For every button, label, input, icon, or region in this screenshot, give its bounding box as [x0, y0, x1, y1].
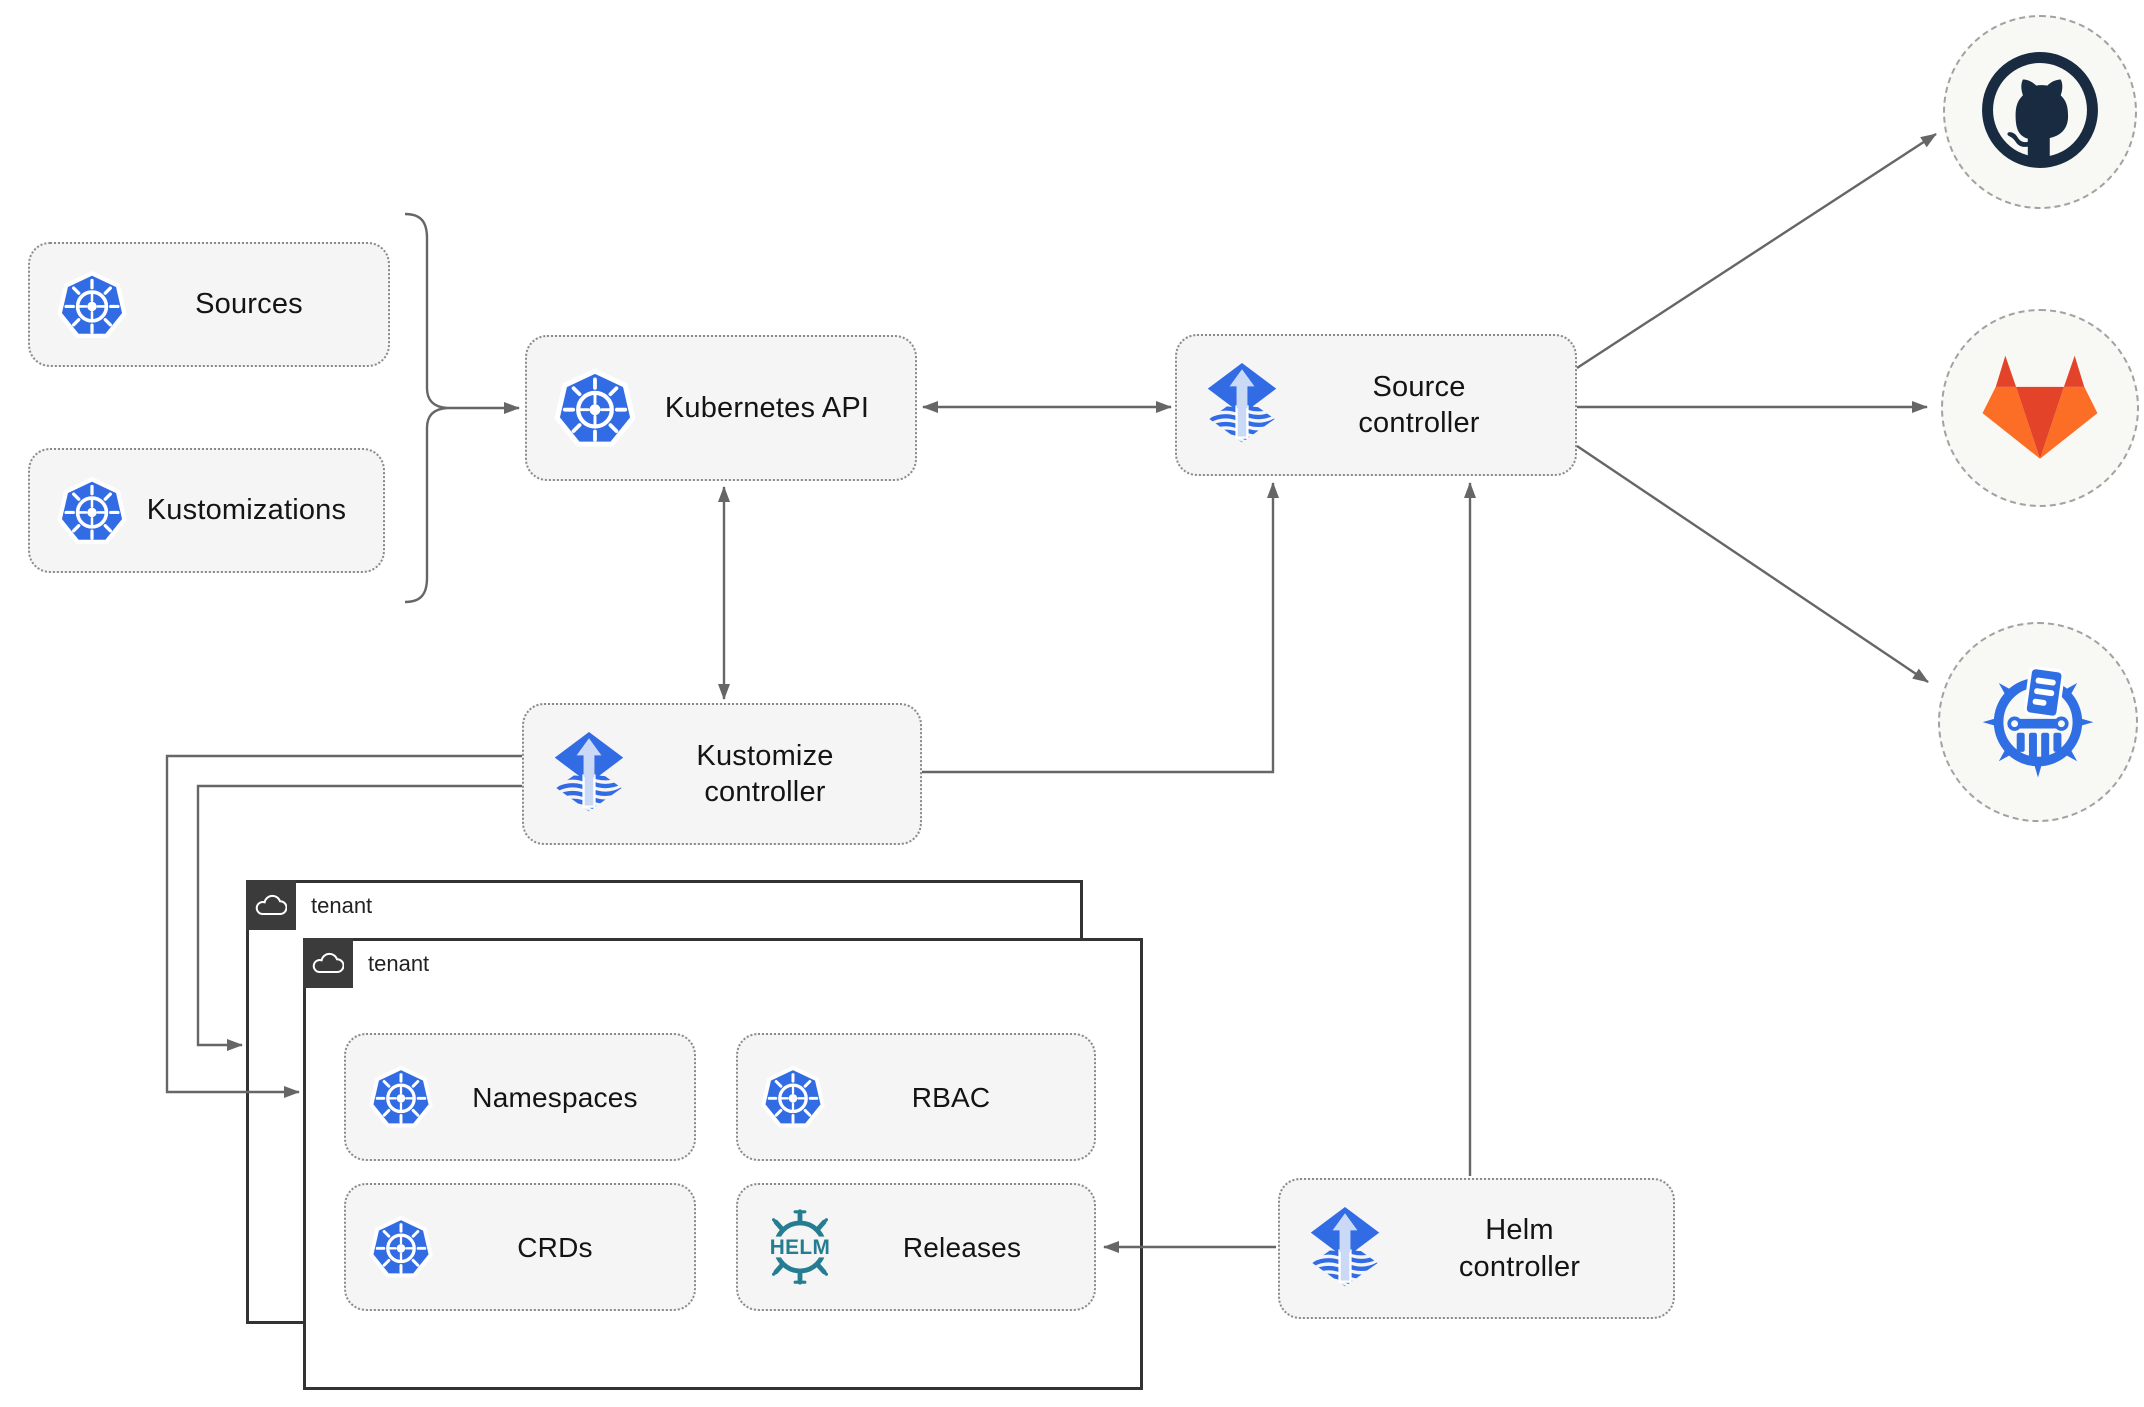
- label-line1: Kustomize: [696, 739, 834, 772]
- edge-source-controller-to-registry: [1576, 445, 1929, 683]
- flux-icon: [1306, 1207, 1384, 1291]
- node-kubernetes-api: Kubernetes API: [525, 335, 917, 481]
- cloud-icon: [246, 880, 296, 930]
- node-crds: CRDs: [344, 1183, 696, 1311]
- node-kustomize-controller-label: Kustomize controller: [628, 738, 920, 811]
- node-kustomizations: Kustomizations: [28, 448, 385, 573]
- node-releases: HELM Releases: [736, 1183, 1096, 1311]
- brace-sources-kustomizations: [404, 212, 448, 604]
- cloud-icon: [303, 938, 353, 988]
- kubernetes-icon: [56, 269, 128, 341]
- kubernetes-icon: [368, 1064, 434, 1130]
- node-rbac-label: RBAC: [911, 1081, 991, 1113]
- external-gitlab: [1941, 309, 2139, 507]
- kubernetes-icon: [760, 1064, 826, 1130]
- node-source-controller-label: Source controller: [1281, 369, 1575, 442]
- tenant-group-inner: tenant: [303, 938, 1143, 1390]
- edge-kustomize-controller-to-source-controller: [922, 482, 1279, 774]
- label-line1: Source: [1372, 370, 1466, 403]
- node-releases-label: Releases: [902, 1231, 1022, 1263]
- node-kubernetes-api-label: Kubernetes API: [664, 391, 870, 424]
- tenant-inner-label: tenant: [368, 951, 430, 976]
- edge-source-controller-to-github: [1576, 132, 1937, 370]
- node-crds-label: CRDs: [517, 1231, 593, 1263]
- node-helm-controller: Helm controller: [1278, 1178, 1675, 1319]
- harbor-registry-icon: [1972, 654, 2104, 791]
- label-line2: controller: [704, 776, 826, 808]
- node-rbac: RBAC: [736, 1033, 1096, 1161]
- node-sources-label: Sources: [195, 288, 303, 321]
- gitlab-icon: [1980, 351, 2100, 466]
- kubernetes-icon: [56, 475, 128, 547]
- node-source-controller: Source controller: [1175, 334, 1577, 476]
- helm-logo-text: HELM: [770, 1236, 831, 1259]
- tenant-outer-label: tenant: [311, 893, 373, 918]
- node-kustomizations-label: Kustomizations: [146, 494, 347, 527]
- external-github: [1943, 15, 2137, 209]
- node-namespaces-label: Namespaces: [472, 1081, 638, 1113]
- node-helm-controller-label: Helm controller: [1384, 1212, 1673, 1285]
- node-namespaces: Namespaces: [344, 1033, 696, 1161]
- node-sources: Sources: [28, 242, 390, 367]
- external-registry: [1938, 622, 2138, 822]
- label-line2: controller: [1358, 407, 1480, 439]
- github-icon: [1979, 49, 2101, 176]
- kubernetes-icon: [553, 366, 637, 450]
- flux-icon: [550, 732, 628, 816]
- label-line2: controller: [1458, 1250, 1581, 1283]
- label-line1: Helm: [1485, 1214, 1554, 1247]
- kubernetes-icon: [368, 1214, 434, 1280]
- flux-icon: [1203, 363, 1281, 447]
- helm-icon: HELM: [752, 1205, 848, 1289]
- node-kustomize-controller: Kustomize controller: [522, 703, 922, 845]
